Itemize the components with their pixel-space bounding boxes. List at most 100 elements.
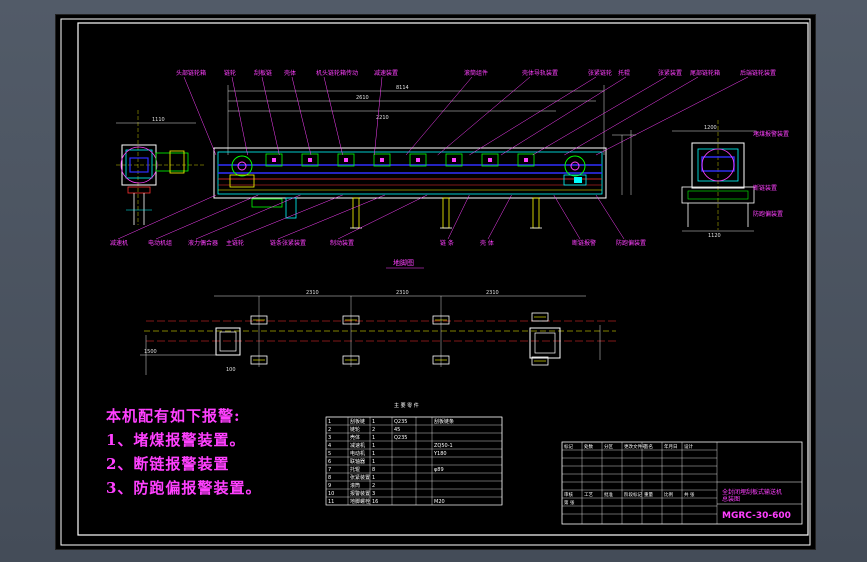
plan-dim-a: 2310 xyxy=(306,290,319,296)
callout-bottom-8: 壳 体 xyxy=(480,239,494,247)
parts-cell-2-3: Q235 xyxy=(394,435,407,441)
parts-cell-3-0: 4 xyxy=(328,443,331,449)
drawing-sheet: 8114 2610 2210 xyxy=(55,14,816,550)
parts-cell-8-0: 9 xyxy=(328,483,331,489)
callout-bottom-9: 断链报警 xyxy=(572,239,596,247)
parts-cell-1-0: 2 xyxy=(328,427,331,433)
parts-cell-0-0: 1 xyxy=(328,419,331,425)
parts-cell-4-1: 电动机 xyxy=(350,450,365,457)
tb-field-7: 设计 xyxy=(684,443,693,450)
parts-cell-9-2: 3 xyxy=(372,491,375,497)
callout-top-13: 后端链轮装置 xyxy=(740,69,776,77)
tb-field-1: 标记 xyxy=(564,443,573,450)
callout-right-1: 堵煤报警装置 xyxy=(753,130,789,138)
callout-bottom-4: 主链轮 xyxy=(226,239,244,247)
tb-field-3: 分区 xyxy=(604,443,613,450)
tb-field-13: 比例 xyxy=(664,491,673,498)
tb-field-10: 批准 xyxy=(604,491,613,498)
callout-bottom-3: 液力偶合器 xyxy=(188,239,218,247)
dim-left-width: 1110 xyxy=(152,117,165,123)
callout-top-5: 机头链轮箱传动 xyxy=(316,69,358,77)
outer-frame xyxy=(60,18,811,546)
parts-cell-10-2: 16 xyxy=(372,499,378,505)
callout-bottom-7: 链 条 xyxy=(440,239,454,247)
dim-span-upper: 2610 xyxy=(356,95,369,101)
inner-frame xyxy=(77,22,809,536)
parts-cell-2-1: 壳体 xyxy=(350,434,360,441)
tb-field-14: 共 张 xyxy=(684,491,695,498)
callout-top-12: 尾部链轮箱 xyxy=(690,69,720,77)
parts-cell-3-2: 1 xyxy=(372,443,375,449)
tb-field-9: 工艺 xyxy=(584,492,593,498)
parts-cell-7-2: 1 xyxy=(372,475,375,481)
dim-right-bottom: 1120 xyxy=(708,233,721,239)
parts-cell-5-2: 1 xyxy=(372,459,375,465)
parts-cell-10-0: 11 xyxy=(328,499,334,505)
parts-cell-6-5: φ89 xyxy=(434,467,444,473)
parts-cell-4-0: 5 xyxy=(328,451,331,457)
drawing-code: MGRC-30-600 xyxy=(722,511,791,521)
callout-bottom-5: 链条张紧装置 xyxy=(270,239,306,247)
parts-cell-2-2: 1 xyxy=(372,435,375,441)
drawing-canvas: 8114 2610 2210 xyxy=(60,18,811,546)
parts-caption: 主 要 零 件 xyxy=(394,402,419,409)
parts-cell-6-1: 托辊 xyxy=(350,466,360,473)
callout-bottom-10: 防跑偏装置 xyxy=(616,239,646,247)
parts-cell-5-0: 6 xyxy=(328,459,331,465)
parts-cell-5-1: 联轴器 xyxy=(350,458,365,465)
parts-cell-0-5: 刮板链条 xyxy=(434,418,454,425)
parts-cell-6-2: 8 xyxy=(372,467,375,473)
left-end-view: 1110 xyxy=(116,110,206,225)
parts-cell-1-3: 45 xyxy=(394,427,400,433)
parts-cell-3-5: ZQ50-1 xyxy=(434,443,453,449)
parts-cell-1-2: 2 xyxy=(372,427,375,433)
plan-dim-e: 100 xyxy=(226,367,236,373)
callout-right-2: 断链装置 xyxy=(753,184,777,192)
callout-top-4: 壳体 xyxy=(284,69,296,77)
tb-field-6: 年月日 xyxy=(664,443,678,450)
callout-bottom-2: 电动机组 xyxy=(148,239,172,247)
parts-cell-3-1: 减速机 xyxy=(350,442,365,449)
callout-top-2: 链轮 xyxy=(224,69,236,77)
parts-cell-7-0: 8 xyxy=(328,475,331,481)
parts-cell-9-0: 10 xyxy=(328,491,334,497)
parts-cell-10-1: 地脚螺栓 xyxy=(350,498,370,505)
parts-cell-6-0: 7 xyxy=(328,467,331,473)
notes-item-3: 3、防跑偏报警装置。 xyxy=(106,479,262,497)
parts-cell-4-5: Y180 xyxy=(433,451,447,457)
elevation-view: 8114 2610 2210 xyxy=(117,76,749,240)
plan-title: 地脚图 xyxy=(393,258,414,267)
callout-top-9: 张紧链轮 xyxy=(588,69,612,77)
alarm-notes: 本机配有如下报警: 1、堵煤报警装置。 2、断链报警装置 3、防跑偏报警装置。 xyxy=(106,404,261,500)
parts-cell-7-1: 张紧装置 xyxy=(350,474,370,481)
notes-heading: 本机配有如下报警: xyxy=(106,407,241,425)
dim-span-lower: 2210 xyxy=(376,115,389,121)
tb-field-12: 重量 xyxy=(644,491,653,498)
tb-field-4: 更改文件号 xyxy=(624,443,647,450)
callout-top-6: 减速装置 xyxy=(374,69,398,77)
parts-cell-0-3: Q235 xyxy=(394,419,407,425)
parts-cell-4-2: 1 xyxy=(372,451,375,457)
tb-field-11: 阶段标记 xyxy=(624,491,642,498)
callout-bottom-1: 减速机 xyxy=(110,239,128,247)
tb-field-15: 第 张 xyxy=(564,499,575,506)
callout-top-7: 滚筒组件 xyxy=(464,69,488,77)
callout-top-11: 张紧装置 xyxy=(658,69,682,77)
parts-cell-0-1: 刮板链 xyxy=(350,418,365,425)
tb-field-2: 处数 xyxy=(584,443,593,450)
callout-top-1: 头部链轮箱 xyxy=(176,69,206,77)
parts-cell-8-2: 2 xyxy=(372,483,375,489)
parts-cell-0-2: 1 xyxy=(372,419,375,425)
title-block: 标记处数分区更改文件号签名年月日设计审核工艺批准阶段标记重量比例共 张第 张全封… xyxy=(561,441,803,525)
notes-item-1: 1、堵煤报警装置。 xyxy=(106,431,246,449)
dim-overall: 8114 xyxy=(396,85,409,91)
plan-view: 2310 2310 2310 1500 100 xyxy=(140,290,616,375)
parts-cell-9-1: 报警装置 xyxy=(350,490,370,497)
right-end-view: 1200 1120 xyxy=(672,120,756,239)
plan-dim-d: 1500 xyxy=(144,349,157,355)
plan-dim-c: 2310 xyxy=(486,290,499,296)
callout-top-10: 托辊 xyxy=(618,69,630,77)
tb-field-8: 审核 xyxy=(564,491,573,498)
parts-cell-8-1: 滚筒 xyxy=(350,482,360,489)
